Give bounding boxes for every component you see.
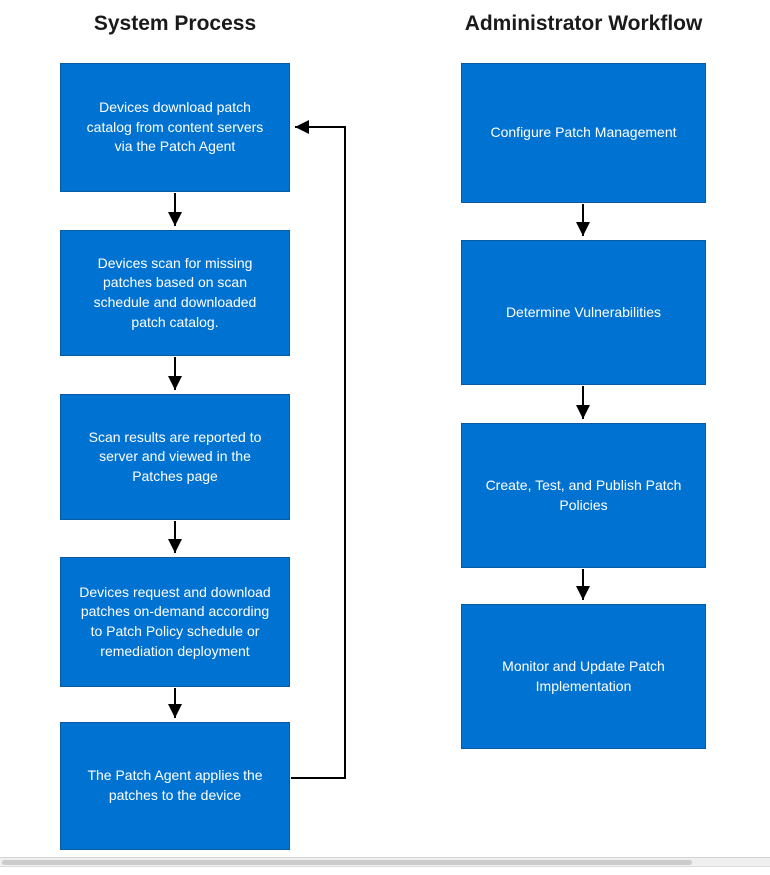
right-step-determine-vulnerabilities: Determine Vulnerabilities (461, 240, 706, 385)
right-step-create-test-publish-policies: Create, Test, and Publish Patch Policies (461, 423, 706, 568)
step-text: Devices scan for missing patches based o… (93, 254, 257, 330)
step-text: Devices request and download patches on-… (79, 583, 271, 659)
step-text: Configure Patch Management (490, 124, 677, 141)
step-text: Scan results are reported to server and … (88, 428, 262, 484)
left-column-title: System Process (93, 12, 257, 35)
step-text: Determine Vulnerabilities (505, 303, 662, 320)
right-column-title: Administrator Workflow (464, 12, 703, 35)
left-step-request-download-patches: Devices request and download patches on-… (60, 557, 290, 687)
step-text: Monitor and Update Patch Implementation (502, 657, 665, 694)
step-text: Create, Test, and Publish Patch Policies (485, 476, 682, 513)
left-step-scan-missing-patches: Devices scan for missing patches based o… (60, 230, 290, 356)
left-step-scan-results-reported: Scan results are reported to server and … (60, 394, 290, 520)
left-step-download-catalog: Devices download patch catalog from cont… (60, 63, 290, 192)
horizontal-scrollbar[interactable] (0, 857, 770, 867)
feedback-loop-arrow (291, 120, 346, 779)
right-step-configure-patch-management: Configure Patch Management (461, 63, 706, 203)
left-step-apply-patches: The Patch Agent applies the patches to t… (60, 722, 290, 850)
step-text: Devices download patch catalog from cont… (86, 99, 264, 155)
right-step-monitor-update-implementation: Monitor and Update Patch Implementation (461, 604, 706, 749)
scrollbar-thumb[interactable] (2, 860, 692, 865)
step-text: The Patch Agent applies the patches to t… (87, 767, 263, 803)
